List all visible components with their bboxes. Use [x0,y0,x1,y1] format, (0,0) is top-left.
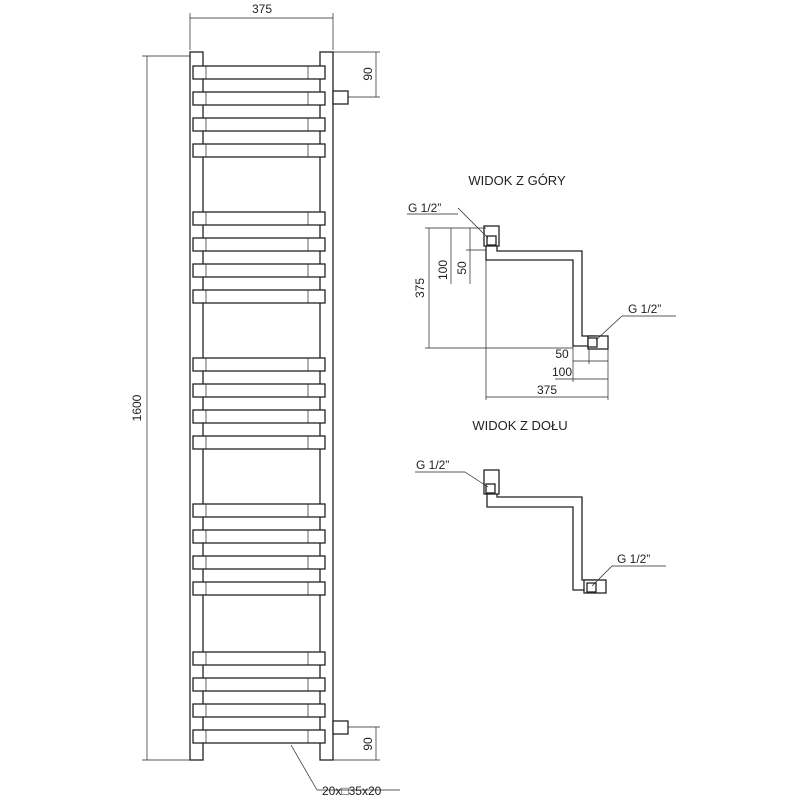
horizontal-tube [192,263,326,278]
horizontal-tube [192,357,326,372]
horizontal-tube [192,503,326,518]
horizontal-tube [192,729,326,744]
top-view-dim-375-horizontal: 375 [537,383,557,397]
bottom-view-valve-left-cap [485,483,496,494]
horizontal-tube [192,237,326,252]
top-view: WIDOK Z GÓRY G 1/2” G 1/2” 100 50 375 [407,173,676,400]
bottom-pipe-connection [332,720,349,735]
bottom-view-left-leader [464,471,489,488]
tube-spec-label: 20x□35x20 [322,784,382,798]
bottom-view-connector-left-label: G 1/2” [416,458,449,472]
bottom-view-right-leader [591,565,613,587]
horizontal-tube [192,435,326,450]
top-pipe-connection [332,90,349,105]
top-view-dim-375-vertical: 375 [413,278,427,298]
horizontal-tube [192,91,326,106]
top-view-pipe-outer [485,228,594,347]
top-view-connector-right-label: G 1/2” [628,302,661,316]
tube-spec-leader [290,744,318,791]
top-offset-label: 90 [361,67,375,81]
horizontal-tube [192,409,326,424]
horizontal-tube [192,143,326,158]
top-view-dim-50-horizontal: 50 [555,347,569,361]
horizontal-tube [192,383,326,398]
horizontal-tubes [192,65,326,744]
horizontal-tube [192,703,326,718]
bottom-view-pipe-outer [486,486,596,591]
top-view-right-leader [595,315,623,341]
top-view-left-leader [457,207,489,239]
top-view-valve-left-cap [486,235,497,246]
horizontal-tube [192,651,326,666]
horizontal-tube [192,117,326,132]
top-view-dim-100-horizontal: 100 [552,365,572,379]
width-dimension-label: 375 [252,2,272,16]
bottom-view: WIDOK Z DOŁU G 1/2” G 1/2” [415,418,666,594]
bottom-offset-label: 90 [361,737,375,751]
bottom-view-pipe-inner [496,486,596,581]
front-view: 375 1600 90 90 20x□35x20 [130,2,400,798]
top-view-dim-100-vertical: 100 [436,260,450,280]
top-view-dim-50-vertical: 50 [455,261,469,275]
top-view-title: WIDOK Z GÓRY [468,173,566,188]
horizontal-tube [192,211,326,226]
top-view-connector-top-label: G 1/2” [408,201,441,215]
top-view-valve-right-cap [587,337,598,348]
horizontal-tube [192,555,326,570]
horizontal-tube [192,529,326,544]
height-dimension-label: 1600 [130,394,144,421]
horizontal-tube [192,581,326,596]
bottom-view-valve-right-cap [586,582,597,593]
bottom-view-connector-right-label: G 1/2” [617,552,650,566]
top-view-pipe-inner [496,236,597,337]
horizontal-tube [192,289,326,304]
horizontal-tube [192,65,326,80]
horizontal-tube [192,677,326,692]
bottom-view-title: WIDOK Z DOŁU [472,418,567,433]
